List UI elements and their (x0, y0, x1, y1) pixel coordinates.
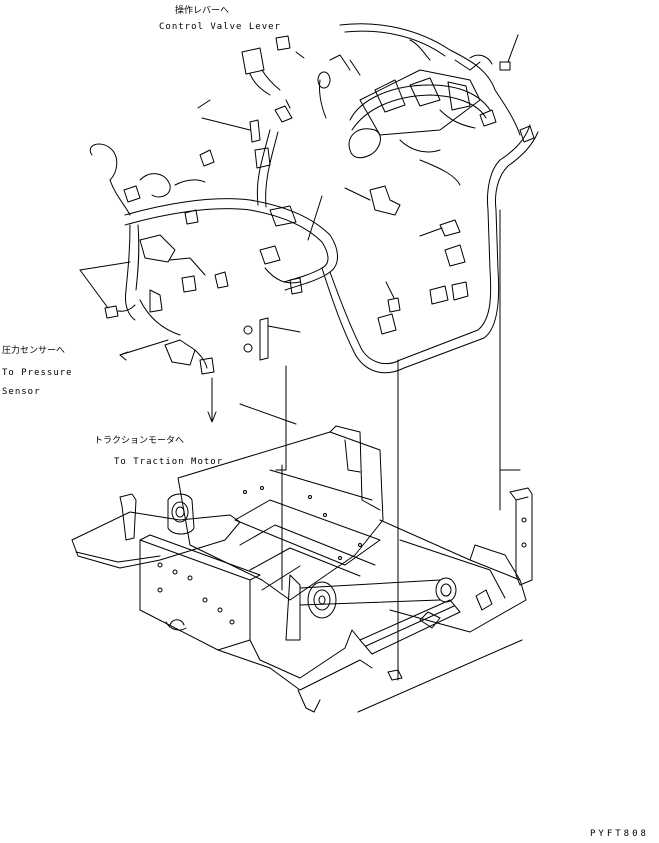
pressure-sensor-label-line1: To Pressure (2, 368, 73, 378)
drawing-code: PYFT808 (590, 829, 649, 839)
frame-assembly (71, 425, 533, 713)
pressure-sensor-label-line2: Sensor (2, 387, 41, 397)
wiring-harness (89, 23, 539, 681)
traction-motor-label: To Traction Motor (114, 457, 224, 467)
control-valve-jp-label: 操作レバーへ (175, 6, 230, 16)
traction-motor-jp-label: トラクションモータへ (94, 436, 185, 446)
pressure-sensor-jp-label: 圧力センサーへ (2, 346, 66, 356)
control-valve-label: Control Valve Lever (159, 22, 281, 32)
leader-lines (79, 34, 521, 471)
